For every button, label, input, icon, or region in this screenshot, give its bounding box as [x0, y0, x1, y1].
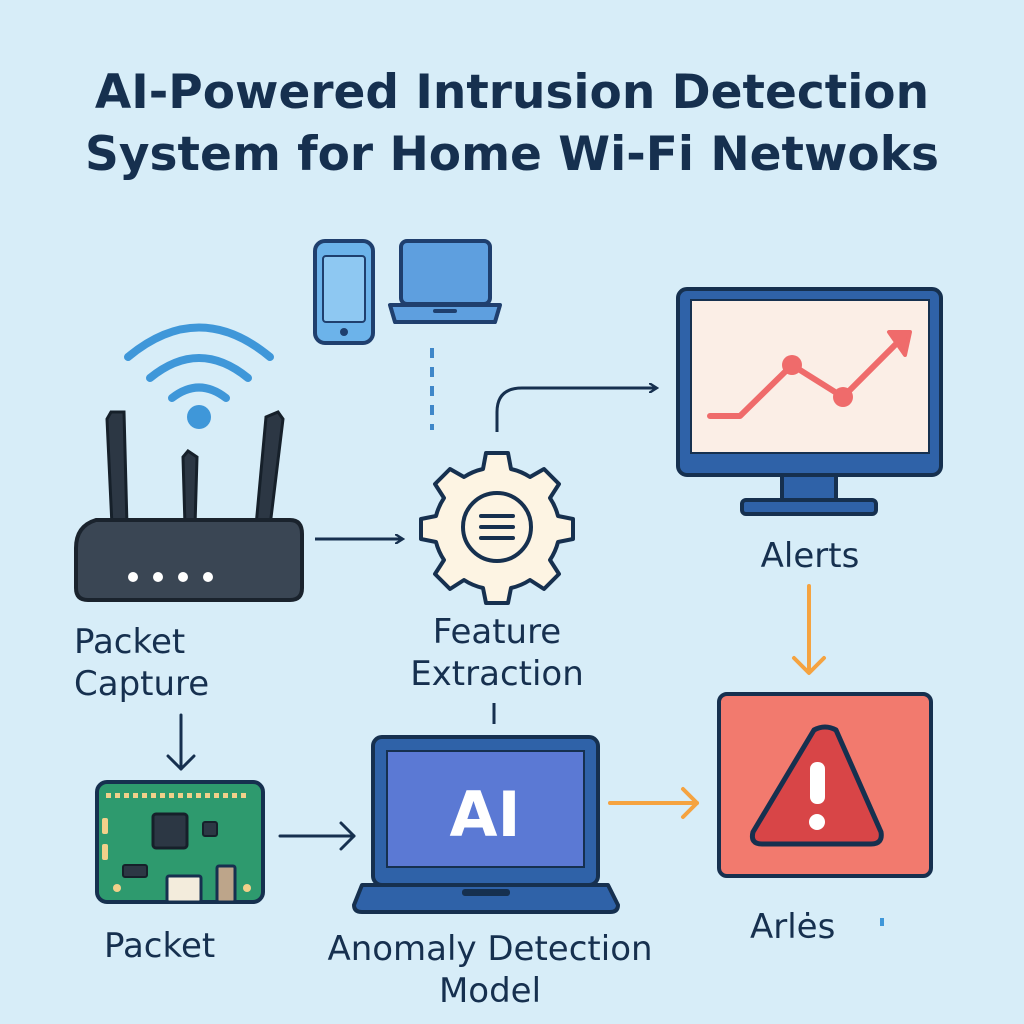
wifi-router-icon [74, 410, 304, 602]
anomaly-detection-model-label: Anomaly Detection Model [290, 928, 690, 1012]
gear-icon [419, 451, 575, 605]
warning-label: Arlės [750, 907, 836, 947]
anomaly-detection-label-line-1: Anomaly Detection [327, 929, 653, 969]
arrow-board-to-model [278, 821, 356, 851]
alerts-label: Alerts [760, 536, 860, 576]
anomaly-detection-label-line-2: Model [438, 971, 542, 1011]
title-line-1: AI-Powered Intrusion Detection [94, 65, 930, 120]
device-laptop-icon [388, 239, 502, 324]
arrow-model-to-warning [608, 787, 699, 819]
diagram-title: AI-Powered Intrusion Detection System fo… [0, 62, 1024, 186]
arrow-capture-to-board [166, 713, 196, 771]
circuit-board-icon [95, 780, 265, 904]
warning-icon [717, 692, 933, 878]
ai-laptop-icon: AI [352, 735, 620, 914]
feature-extraction-label-line-1: Feature [432, 612, 562, 652]
smartphone-icon [313, 239, 375, 345]
monitor-chart-icon [676, 287, 943, 516]
packet-capture-label-line-2: Capture [74, 664, 210, 704]
title-line-2: System for Home Wi-Fi Netwoks [85, 127, 939, 182]
arrow-feature-to-alerts [495, 388, 657, 432]
stray-dot [880, 918, 884, 926]
packet-capture-label-line-1: Packet [74, 622, 186, 662]
arrow-alerts-to-warning [792, 584, 826, 675]
wifi-signal-icon [124, 323, 274, 429]
packet-capture-label: Packet Capture [74, 621, 209, 705]
feature-extraction-label-line-2: Extraction [410, 654, 584, 694]
packet-label: Packet [104, 926, 216, 966]
ai-screen-text: AI [449, 778, 520, 851]
feature-extraction-label: Feature Extraction [392, 611, 602, 695]
